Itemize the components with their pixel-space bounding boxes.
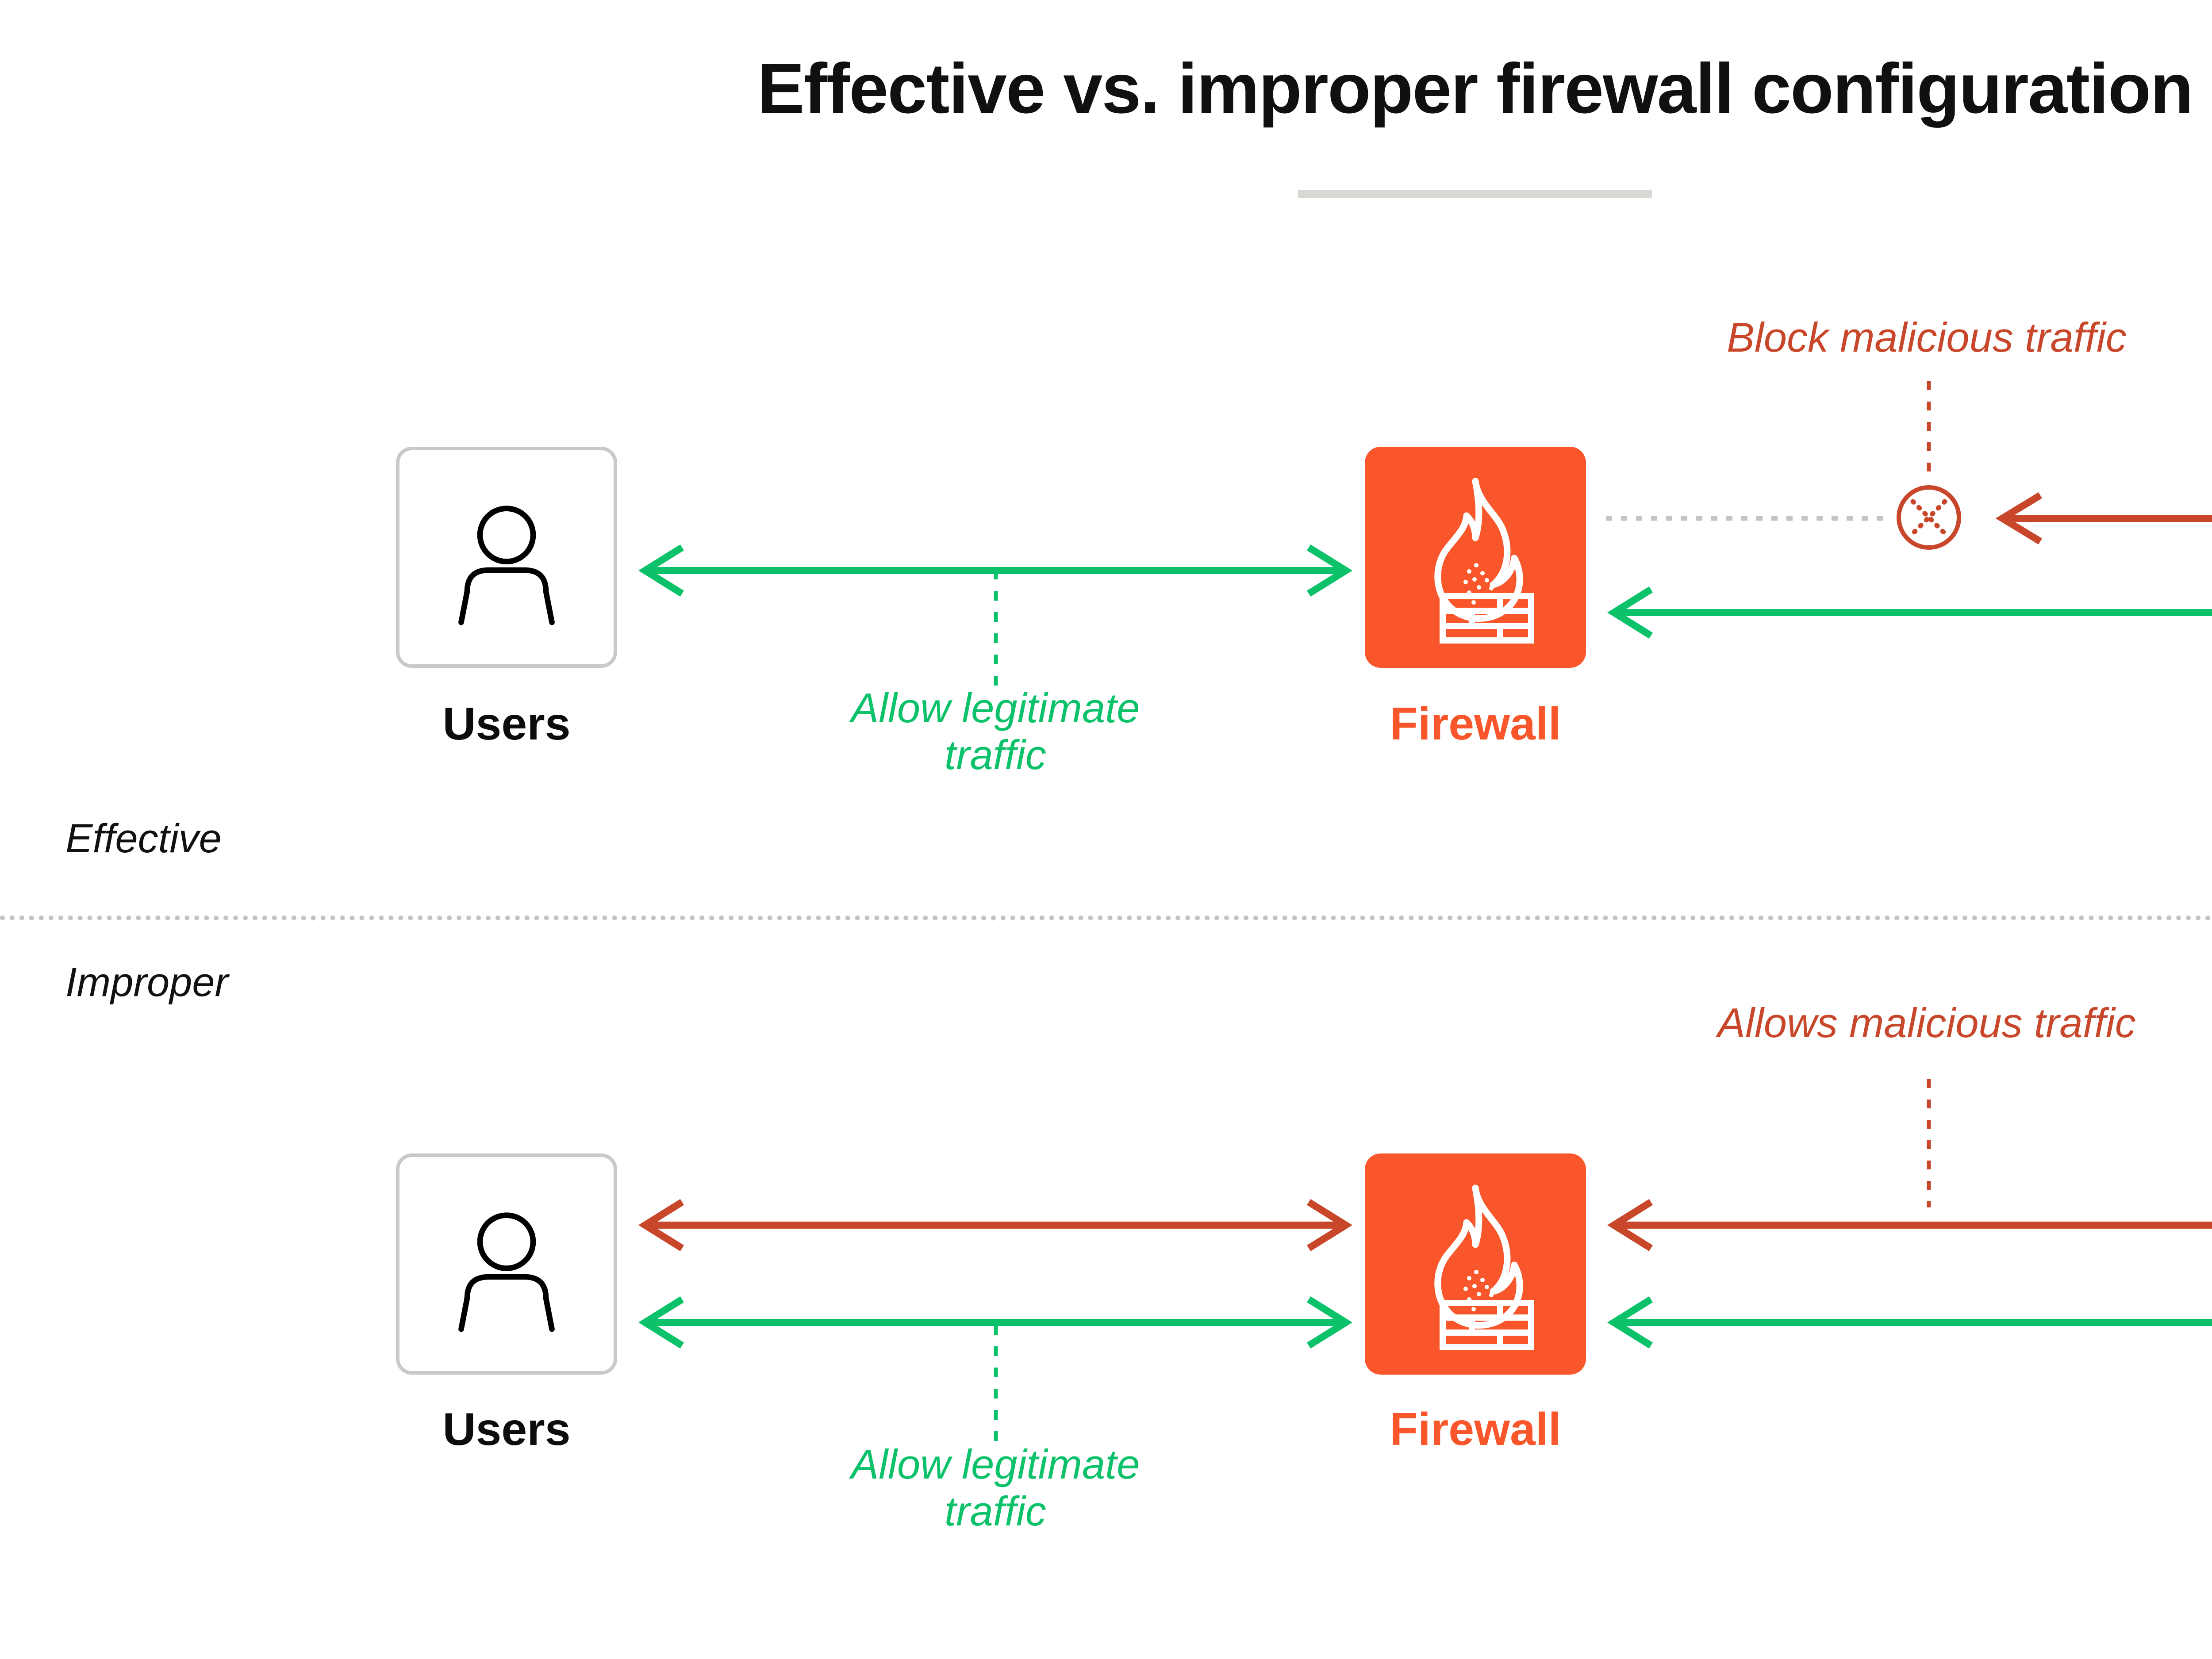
blocked-path-dotted-line [1606, 515, 1889, 521]
node-label-firewall-effective: Firewall [1390, 698, 1561, 750]
dotted-x-icon [1910, 499, 1947, 536]
user-icon [458, 1212, 555, 1332]
leader-line-allows-malicious-improper [1926, 1079, 1932, 1207]
node-label-firewall-improper: Firewall [1390, 1404, 1561, 1455]
section-label-effective: Effective [65, 816, 222, 861]
flow-arrow-firewall-internet-malicious-improper [1606, 1199, 2212, 1252]
leader-line-allow-improper [993, 1325, 999, 1444]
node-label-users-improper: Users [442, 1404, 571, 1455]
title-block: Effective vs. improper firewall configur… [0, 53, 2212, 198]
title-divider-rule [1298, 190, 1652, 198]
flow-arrow-users-firewall-malicious-improper [637, 1199, 1354, 1252]
flow-arrow-firewall-internet-allow-improper [1606, 1296, 2212, 1349]
node-card-users-improper[interactable] [396, 1153, 617, 1375]
node-card-firewall-effective[interactable] [1365, 447, 1586, 668]
firewall-flame-brick-icon [1434, 478, 1534, 644]
caption-allows-malicious-improper: Allows malicious traffic [1717, 1000, 2136, 1046]
node-card-users-effective[interactable] [396, 447, 617, 668]
node-label-users-effective: Users [442, 698, 571, 750]
block-marker-circle [1893, 482, 1964, 553]
flow-arrow-firewall-internet-allow-effective [1606, 586, 2212, 639]
section-label-improper: Improper [65, 960, 229, 1005]
caption-allow-legitimate-improper: Allow legitimate traffic [851, 1441, 1140, 1535]
firewall-flame-brick-icon [1434, 1184, 1534, 1350]
node-card-firewall-improper[interactable] [1365, 1153, 1586, 1375]
flow-arrow-users-firewall-allow-improper [637, 1296, 1354, 1349]
user-icon [458, 506, 555, 625]
section-divider [0, 916, 2212, 920]
leader-line-block-effective [1926, 381, 1932, 479]
caption-allow-legitimate-effective: Allow legitimate traffic [851, 685, 1140, 778]
page-title: Effective vs. improper firewall configur… [757, 49, 2193, 128]
leader-line-allow-effective [993, 570, 999, 689]
flow-arrow-internet-malicious-effective [1995, 492, 2212, 546]
caption-block-malicious-effective: Block malicious traffic [1727, 314, 2127, 360]
